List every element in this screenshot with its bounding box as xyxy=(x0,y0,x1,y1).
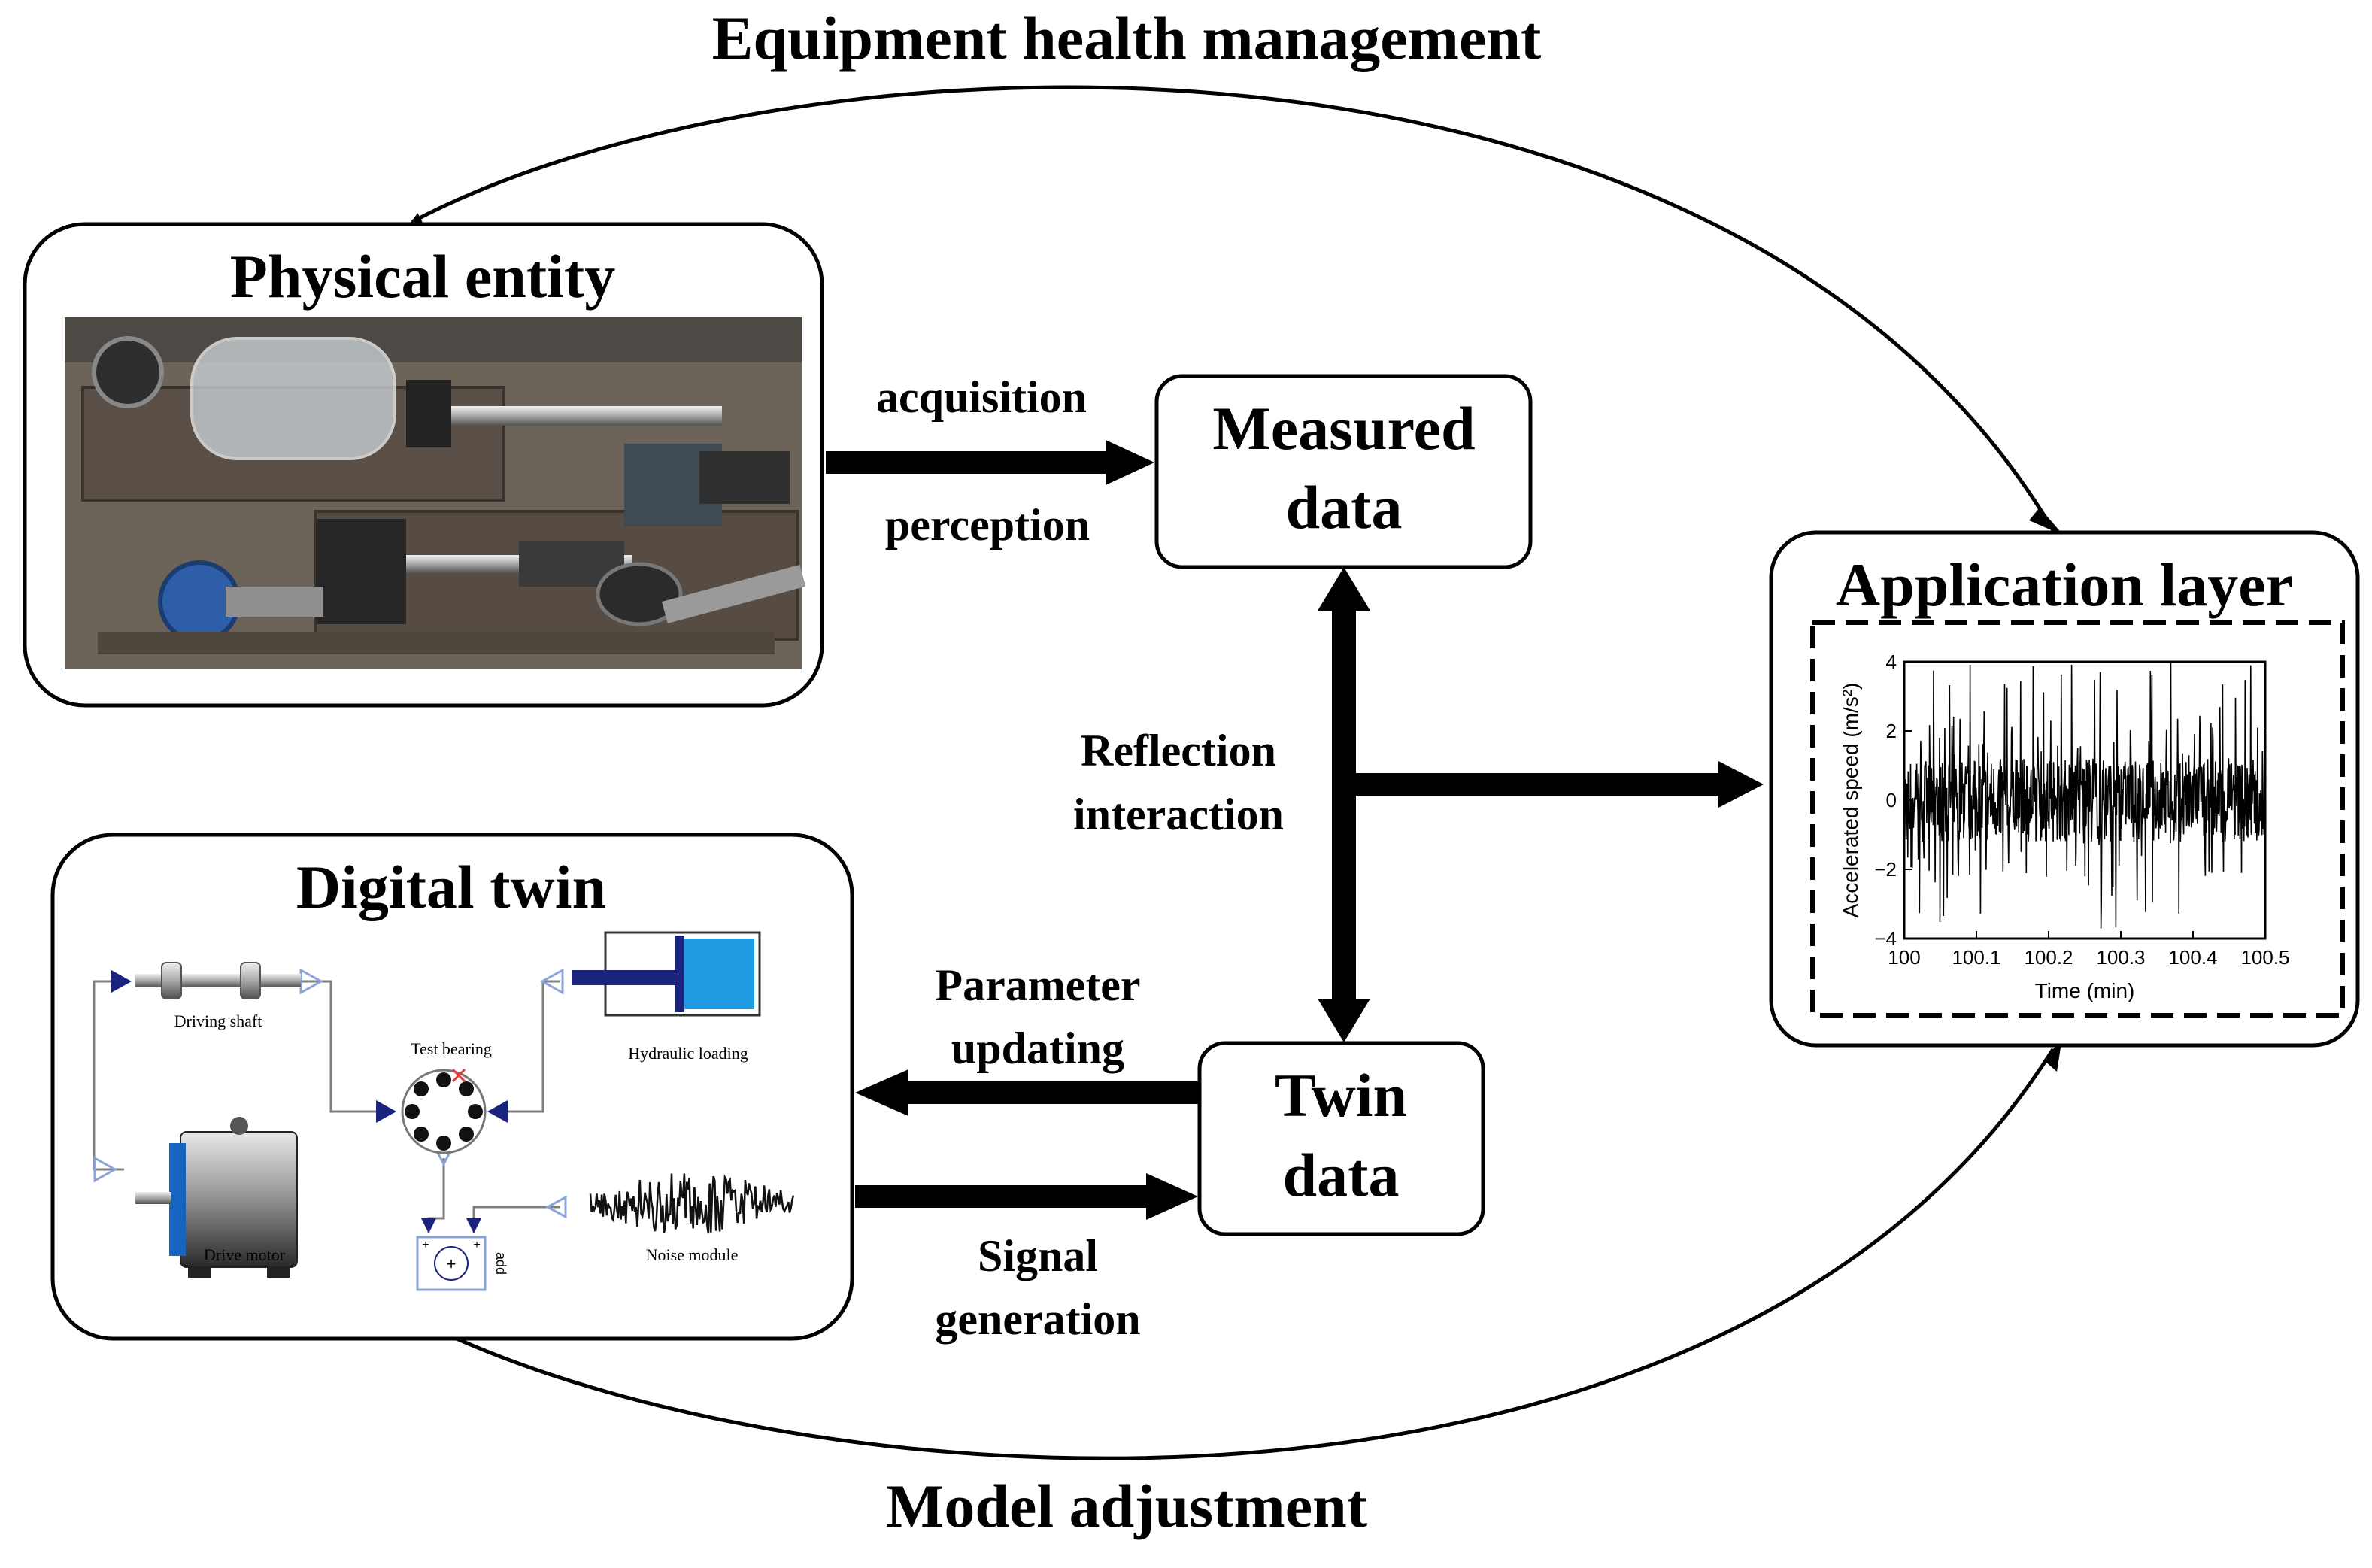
acquisition-arrow xyxy=(826,440,1154,485)
y-tick-label: −4 xyxy=(1874,927,1897,950)
x-tick-label: 100.1 xyxy=(1952,946,2000,969)
measured-data-line2: data xyxy=(1286,473,1403,541)
twin-data-box: Twin data xyxy=(1197,1041,1485,1236)
physical-entity-title: Physical entity xyxy=(230,242,615,311)
label-parameter: Parameter xyxy=(935,960,1140,1010)
label-signal: Signal xyxy=(978,1231,1098,1281)
test-rig-photo xyxy=(65,317,806,669)
measured-data-line1: Measured xyxy=(1212,394,1475,463)
svg-text:+: + xyxy=(447,1254,457,1273)
digital-twin-box: Digital twin Driving shaft xyxy=(50,833,854,1341)
label-noise-module: Noise module xyxy=(646,1245,739,1264)
fault-mark-icon xyxy=(451,1068,466,1083)
chart-x-label: Time (min) xyxy=(2035,979,2135,1002)
title-equipment-health-management: Equipment health management xyxy=(712,4,1542,72)
parameter-updating-arrow xyxy=(855,1069,1198,1116)
measured-data-box: Measured data xyxy=(1154,374,1533,569)
x-tick-label: 100.2 xyxy=(2024,946,2073,969)
label-interaction: interaction xyxy=(1073,790,1284,839)
drive-motor-icon xyxy=(135,1117,298,1278)
label-acquisition: acquisition xyxy=(876,372,1087,422)
top-curve-arrow xyxy=(411,85,2055,532)
svg-text:+: + xyxy=(422,1239,429,1251)
label-driving-shaft: Driving shaft xyxy=(174,1011,262,1030)
label-drive-motor: Drive motor xyxy=(204,1245,286,1264)
simulation-model-schematic: Driving shaft Test bearing Hydraulic loa… xyxy=(93,931,795,1291)
label-hydraulic-loading: Hydraulic loading xyxy=(628,1044,748,1063)
label-perception: perception xyxy=(885,500,1090,550)
title-model-adjustment: Model adjustment xyxy=(886,1472,1367,1540)
chart-y-label: Accelerated speed (m/s²) xyxy=(1839,683,1862,918)
x-tick-label: 100.5 xyxy=(2240,946,2289,969)
label-generation: generation xyxy=(935,1294,1140,1344)
noise-waveform xyxy=(589,1173,795,1234)
svg-text:+: + xyxy=(473,1239,480,1251)
y-tick-label: −2 xyxy=(1874,858,1897,881)
vibration-chart: 4 2 0 −2 −4 100 100.1 100.2 100.3 100.4 100.5 Tim… xyxy=(1839,651,2290,1002)
label-test-bearing: Test bearing xyxy=(411,1039,492,1058)
x-tick-label: 100 xyxy=(1888,946,1920,969)
reflection-interaction-arrow xyxy=(1318,567,1370,1042)
x-tick-label: 100.3 xyxy=(2096,946,2145,969)
twin-data-line1: Twin xyxy=(1275,1061,1407,1130)
y-axis-ticks: 4 2 0 −2 −4 xyxy=(1874,651,1912,950)
x-axis-ticks: 100 100.1 100.2 100.3 100.4 100.5 xyxy=(1888,931,2290,969)
bottom-curve-arrow xyxy=(438,1048,2055,1460)
signal-generation-arrow xyxy=(855,1173,1198,1220)
label-updating: updating xyxy=(951,1024,1124,1073)
physical-entity-box: Physical entity xyxy=(23,222,824,708)
bearing-balls xyxy=(405,1072,483,1151)
twin-data-line2: data xyxy=(1283,1141,1400,1209)
to-application-arrow xyxy=(1356,761,1764,808)
y-tick-label: 2 xyxy=(1886,720,1897,742)
vibration-series xyxy=(1903,663,2266,929)
label-reflection: Reflection xyxy=(1081,726,1276,775)
x-tick-label: 100.4 xyxy=(2168,946,2217,969)
digital-twin-title: Digital twin xyxy=(296,853,606,921)
y-tick-label: 0 xyxy=(1886,789,1897,811)
label-add: add xyxy=(493,1252,508,1275)
add-block: + + + add xyxy=(416,1236,508,1291)
application-layer-title: Application layer xyxy=(1836,550,2293,619)
top-curve-arrow-right-head xyxy=(2029,508,2064,535)
application-dashed-frame xyxy=(1810,620,2345,1018)
y-tick-label: 4 xyxy=(1886,651,1897,673)
